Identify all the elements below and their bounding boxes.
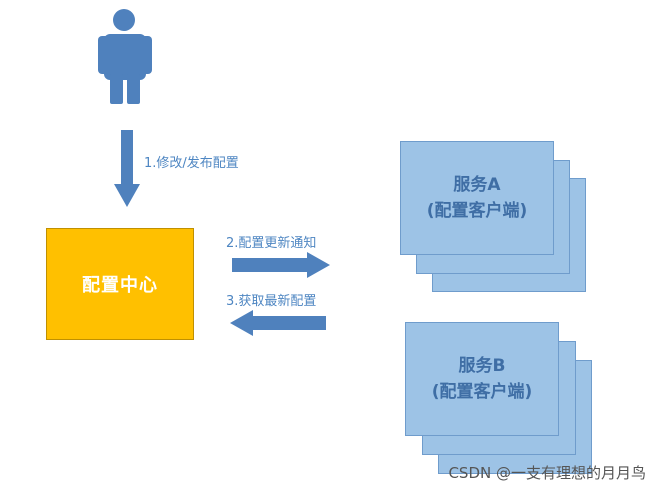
service-a-name: 服务A [453, 175, 501, 195]
service-b-card: 服务B (配置客户端) [405, 322, 559, 436]
step-label-modify-publish: 1.修改/发布配置 [144, 156, 239, 171]
left-arrow-icon [230, 310, 326, 336]
right-arrow-icon [232, 252, 330, 278]
service-b-name: 服务B [458, 356, 506, 376]
config-center-label: 配置中心 [82, 275, 158, 296]
step-label-update-notify: 2.配置更新通知 [226, 236, 317, 251]
service-a-role: (配置客户端) [426, 201, 528, 221]
down-arrow-icon [114, 130, 140, 207]
service-b-role: (配置客户端) [431, 382, 533, 402]
service-a-card: 服务A (配置客户端) [400, 141, 554, 255]
config-center-box: 配置中心 [46, 228, 194, 340]
watermark: CSDN @一支有理想的月月鸟 [448, 464, 646, 482]
person-icon [98, 9, 152, 104]
step-label-fetch-latest: 3.获取最新配置 [226, 294, 317, 309]
